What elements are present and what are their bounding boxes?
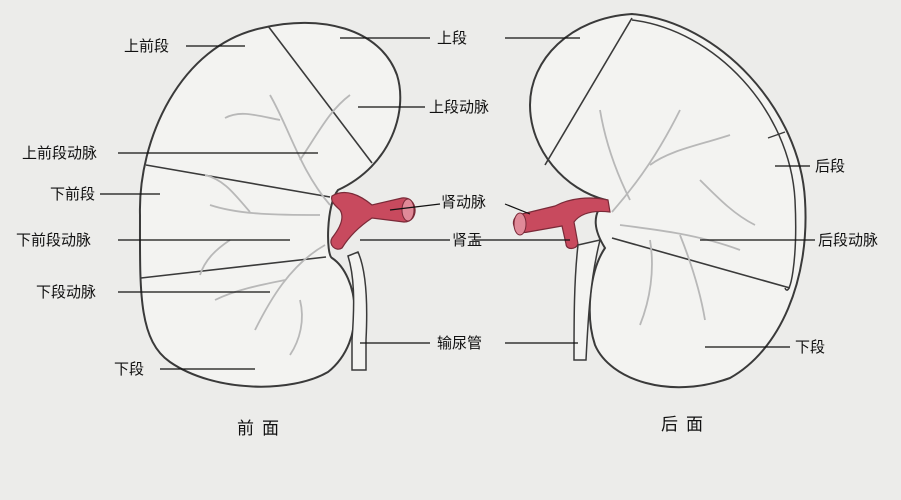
- label-ureter: 输尿管: [437, 334, 483, 352]
- front-kidney: [138, 21, 416, 388]
- label-lower-segment-front: 下段: [114, 360, 145, 378]
- back-lower-boundary: [611, 237, 791, 289]
- label-upper-anterior-segment: 上前段: [124, 37, 170, 55]
- back-artery-branches: [599, 109, 756, 326]
- front-artery-end: [401, 198, 415, 222]
- label-renal-artery: 肾动脉: [441, 193, 487, 211]
- label-lower-anterior-segment-artery: 下前段动脉: [16, 231, 92, 249]
- label-renal-pelvis: 肾盂: [452, 231, 483, 249]
- label-upper-segment-artery: 上段动脉: [429, 98, 490, 116]
- back-kidney: [512, 12, 807, 389]
- leader-lines: [100, 37, 815, 370]
- front-renal-artery: [330, 192, 416, 250]
- back-rim-line: [631, 19, 797, 291]
- label-posterior-segment: 后段: [815, 157, 846, 175]
- back-artery-end: [513, 212, 527, 236]
- label-lower-segment-back: 下段: [795, 338, 826, 356]
- front-lower-anterior-boundary: [140, 256, 327, 279]
- back-rim-tick: [767, 131, 786, 139]
- front-artery-branches: [199, 94, 351, 356]
- label-lower-segment-artery: 下段动脉: [36, 283, 97, 301]
- label-posterior-segment-artery: 后段动脉: [818, 231, 879, 249]
- back-kidney-outline: [528, 12, 807, 389]
- label-lower-anterior-segment: 下前段: [50, 185, 96, 203]
- label-upper-anterior-segment-artery: 上前段动脉: [22, 144, 98, 162]
- label-upper-segment: 上段: [437, 29, 468, 47]
- caption-back: 后面: [661, 415, 711, 435]
- front-ureter: [347, 251, 368, 371]
- caption-front: 前面: [237, 419, 287, 439]
- back-ureter: [573, 238, 602, 361]
- back-upper-boundary: [544, 17, 633, 166]
- front-upper-boundary: [267, 25, 373, 164]
- front-upper-anterior-boundary: [145, 164, 331, 198]
